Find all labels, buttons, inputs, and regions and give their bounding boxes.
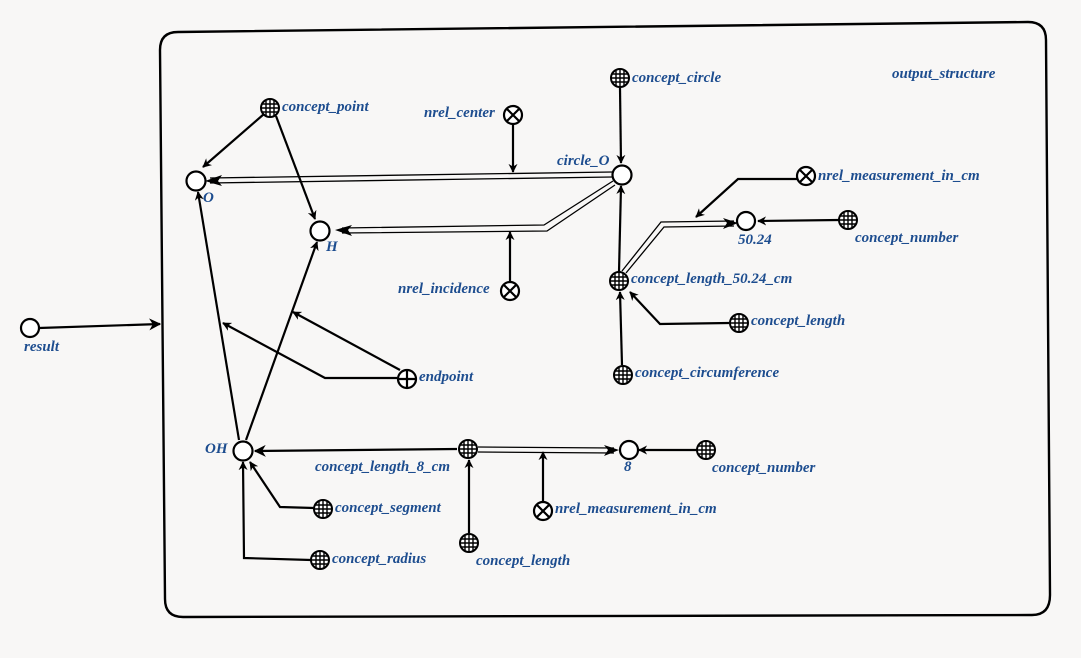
- edge-endpoint-o: [222, 322, 397, 380]
- node-oh[interactable]: [232, 440, 254, 462]
- edge-oh-o: [194, 191, 241, 441]
- output-structure-frame: [158, 20, 1052, 619]
- edge-oh-h: [244, 241, 319, 441]
- class-node-concept-circle-icon[interactable]: [610, 68, 630, 88]
- label-value-8: 8: [624, 459, 632, 475]
- edge-nrel-measurement-1: [695, 177, 797, 218]
- node-circle-o[interactable]: [611, 164, 633, 186]
- edge-concept-circle: [616, 87, 626, 164]
- edge-concept-circumference: [615, 291, 625, 366]
- relation-node-nrel-measurement-1-icon[interactable]: [795, 165, 817, 187]
- edge-length-50-24-value-inner: [625, 225, 735, 274]
- label-concept-point: concept_point: [282, 99, 369, 115]
- label-o: O: [203, 190, 214, 206]
- edge-concept-length-1: [629, 291, 730, 326]
- label-nrel-measurement-2: nrel_measurement_in_cm: [555, 501, 717, 517]
- edge-concept-segment: [249, 461, 315, 510]
- class-node-concept-length-1-icon[interactable]: [729, 313, 749, 333]
- label-value-50-24: 50.24: [738, 232, 772, 248]
- edge-concept-radius: [238, 461, 312, 562]
- edge-length-8-value-inner: [477, 451, 615, 454]
- edge-circle-o-incidence-inner: [341, 184, 616, 234]
- relation-node-nrel-incidence-icon[interactable]: [499, 280, 521, 302]
- label-circle-o: circle_O: [557, 153, 610, 169]
- edge-length-50-24-value-head: [723, 218, 738, 229]
- edge-circle-o-center-inner: [209, 176, 613, 184]
- label-concept-number-1: concept_number: [855, 230, 958, 246]
- edge-length-8-value-outer: [477, 446, 615, 449]
- node-value-50-24[interactable]: [735, 210, 757, 232]
- class-node-concept-radius-icon[interactable]: [310, 550, 330, 570]
- label-nrel-measurement-1: nrel_measurement_in_cm: [818, 168, 980, 184]
- edge-length-8-oh: [253, 444, 458, 457]
- class-node-concept-length-2-icon[interactable]: [459, 533, 479, 553]
- relation-node-endpoint-icon[interactable]: [396, 368, 418, 390]
- relation-node-nrel-measurement-2-icon[interactable]: [532, 500, 554, 522]
- edge-endpoint-h: [292, 311, 401, 371]
- node-h[interactable]: [309, 220, 331, 242]
- class-node-concept-length-8-cm-icon[interactable]: [458, 439, 478, 459]
- edge-circle-o-center-outer: [209, 171, 613, 179]
- class-node-concept-number-2-icon[interactable]: [696, 440, 716, 460]
- label-nrel-center: nrel_center: [424, 105, 495, 121]
- label-concept-number-2: concept_number: [712, 460, 815, 476]
- label-oh: OH: [205, 441, 229, 457]
- edge-length-50-24-value-outer: [621, 220, 735, 272]
- edge-length-50-24-circle-o: [616, 185, 626, 273]
- class-node-concept-number-1-icon[interactable]: [838, 210, 858, 230]
- class-node-concept-segment-icon[interactable]: [313, 499, 333, 519]
- node-value-8[interactable]: [618, 439, 640, 461]
- label-concept-circle: concept_circle: [632, 70, 721, 86]
- result-label: result: [24, 339, 60, 355]
- label-concept-length-1: concept_length: [751, 313, 845, 329]
- label-concept-radius: concept_radius: [332, 551, 426, 567]
- edge-concept-point-h: [274, 115, 317, 220]
- label-h: H: [325, 239, 339, 255]
- class-node-concept-point-icon[interactable]: [260, 98, 280, 118]
- label-concept-length-8-cm: concept_length_8_cm: [315, 459, 450, 475]
- edge-circle-o-incidence-head: [335, 225, 352, 236]
- edge-circle-o-center-head: [205, 175, 222, 186]
- relation-node-nrel-center-icon[interactable]: [502, 104, 524, 126]
- label-nrel-incidence: nrel_incidence: [398, 281, 490, 297]
- label-concept-segment: concept_segment: [335, 500, 442, 516]
- result-node[interactable]: [19, 317, 41, 339]
- label-endpoint: endpoint: [419, 369, 474, 385]
- result-arrow: [38, 318, 162, 331]
- edge-circle-o-incidence-outer: [341, 180, 614, 229]
- label-concept-length-2: concept_length: [476, 553, 570, 569]
- class-node-concept-length-50-24-cm-icon[interactable]: [609, 271, 629, 291]
- edge-concept-point-o: [202, 113, 265, 168]
- edges: [194, 87, 840, 562]
- labels: O H circle_O 50.24 OH 8 concept_point co…: [203, 70, 980, 569]
- node-o[interactable]: [185, 170, 207, 192]
- label-concept-length-50-24-cm: concept_length_50.24_cm: [631, 271, 792, 287]
- edge-length-8-value-head: [604, 445, 619, 456]
- class-node-concept-circumference-icon[interactable]: [613, 365, 633, 385]
- label-concept-circumference: concept_circumference: [635, 365, 779, 381]
- edge-concept-number-1: [757, 216, 840, 226]
- output-structure-label: output_structure: [892, 66, 996, 82]
